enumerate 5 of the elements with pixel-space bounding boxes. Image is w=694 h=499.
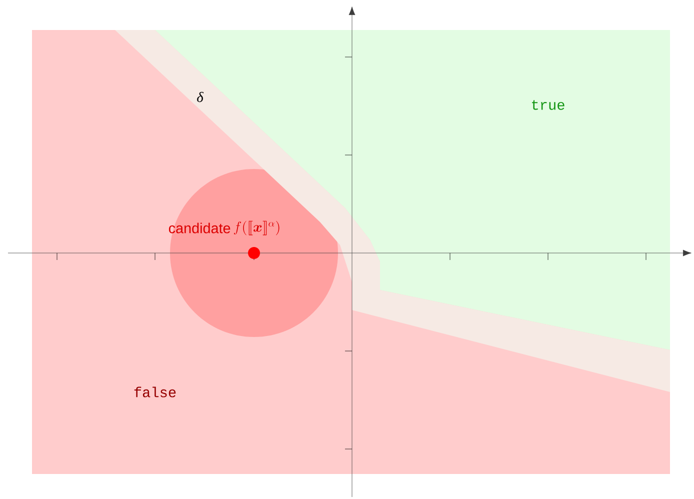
point-label: candidate bbox=[168, 222, 230, 234]
region-label: true bbox=[532, 100, 564, 110]
point-formula: $f(\llbracket \boldsymbol{x}\rrbracket^{\alpha})$ bbox=[234, 220, 280, 236]
region-label: false bbox=[134, 386, 176, 398]
delta-label: δ bbox=[197, 92, 204, 102]
